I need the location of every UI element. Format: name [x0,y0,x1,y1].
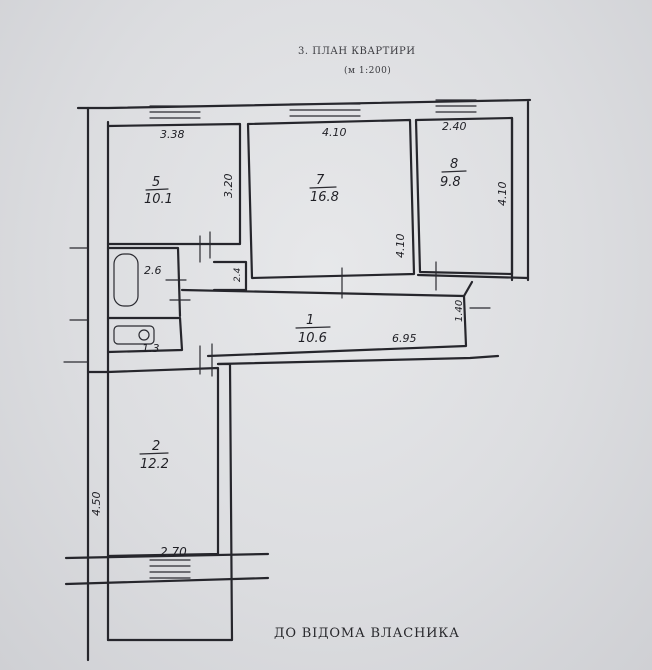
room-5-number: 5 [152,175,160,190]
room-7-walls [246,118,416,280]
balcony [64,552,270,586]
room-label-1: 1 10.6 6.95 1.40 [295,300,465,346]
room-8-area: 9.8 [440,175,461,190]
room-7-length: 4.10 [394,234,407,259]
room-8-walls [414,116,514,276]
corridor-walls [180,288,468,358]
toilet-label: 1.3 [142,342,160,355]
room-1-area: 10.6 [298,331,327,346]
room-1-number: 1 [306,313,314,328]
sink-icon [113,325,155,345]
outer-walls [76,98,532,662]
room-7-width: 4.10 [322,126,347,139]
room-2-length: 4.50 [90,492,103,517]
room-5-walls [106,122,242,246]
room-7-number: 7 [316,173,325,188]
room-8-number: 8 [450,157,458,172]
room-5-length: 3.20 [222,174,235,199]
room-2-width: 2.70 [160,545,187,559]
footer-caption: ДО ВІДОМА ВЛАСНИКА [274,626,460,641]
windows [149,99,477,119]
small-labels: 2.6 1.3 2.4 [142,264,243,355]
room-2-number: 2 [152,439,160,454]
room-label-5: 5 10.1 3.38 3.20 [144,128,235,207]
room-label-8: 8 9.8 2.40 4.10 [440,120,509,206]
room-1-width: 1.40 [454,300,465,322]
room-8-length: 4.10 [496,182,509,207]
room-1-length: 6.95 [392,332,417,345]
bathtub-icon [113,253,139,307]
bathroom-label: 2.6 [144,264,162,277]
wet-block [106,246,248,354]
plan-title: 3. ПЛАН КВАРТИРИ [298,46,416,57]
plan-scale: (м 1:200) [344,66,392,76]
room-7-area: 16.8 [310,190,339,205]
room-5-width: 3.38 [160,128,185,141]
room-label-2: 2 12.2 2.70 4.50 [90,439,187,559]
closet-label: 2.4 [233,267,243,282]
room-8-width: 2.40 [442,120,467,133]
door-marks [63,231,491,377]
room-5-area: 10.1 [144,192,173,207]
room-2-area: 12.2 [140,457,169,472]
room-label-7: 7 16.8 4.10 4.10 [309,126,407,259]
